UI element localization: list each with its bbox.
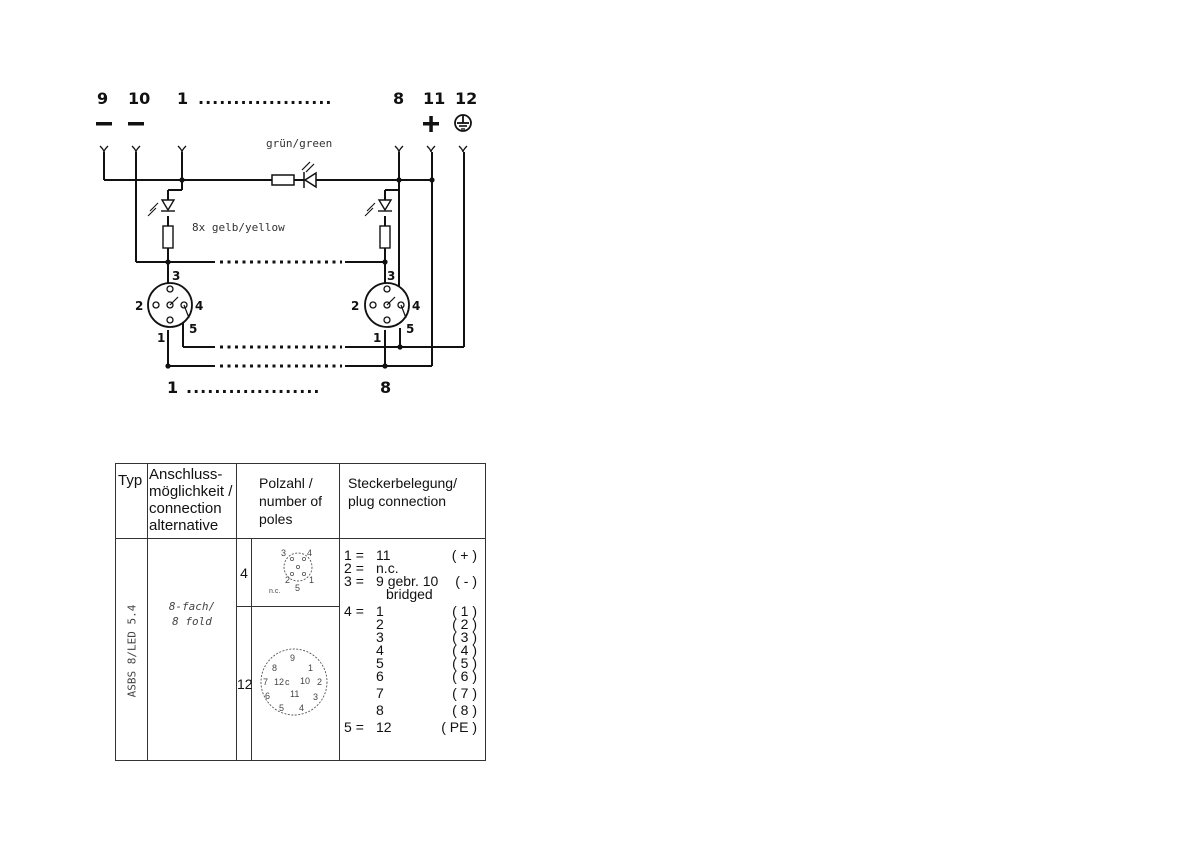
pole-count-12: 12 (236, 606, 253, 761)
pole-diagram-12: 9 8 1 7 12 c 10 2 6 11 3 5 4 (250, 606, 341, 761)
svg-text:2: 2 (317, 677, 322, 687)
plug-row: 6( 6 ) (376, 668, 478, 684)
bottom-range-start: 1 (167, 378, 178, 397)
svg-text:4: 4 (307, 548, 312, 558)
led-yellow-left (147, 199, 176, 249)
plug-row: 7( 7 ) (376, 685, 478, 701)
connector-right-pin-5: 5 (406, 322, 414, 336)
svg-text:n.c.: n.c. (269, 588, 280, 595)
plug-row: 8( 8 ) (376, 702, 478, 718)
plug-row: 4 =1( 1 ) (344, 603, 478, 619)
svg-text:c: c (285, 677, 290, 687)
pin-label-1: 1 (177, 89, 188, 108)
plug-row: 4( 4 ) (376, 642, 478, 658)
svg-text:2: 2 (285, 575, 290, 585)
svg-text:10: 10 (300, 676, 310, 686)
svg-text:1: 1 (309, 575, 314, 585)
connector-left-pin-3: 3 (172, 269, 180, 283)
svg-text:5: 5 (295, 583, 300, 593)
plug-row: 3 =9 gebr. 10( - ) (344, 573, 478, 589)
led-green-label: grün/green (266, 137, 332, 150)
svg-text:1: 1 (308, 663, 313, 673)
svg-text:5: 5 (279, 703, 284, 713)
connector-right-pin-4: 4 (412, 299, 420, 313)
plug-row: 5( 5 ) (376, 655, 478, 671)
pole-count-4: 4 (236, 538, 252, 607)
plug-row: 5 =12( PE ) (344, 719, 478, 735)
pin-label-8: 8 (393, 89, 404, 108)
plug-row: 2( 2 ) (376, 616, 478, 632)
header-connection: Anschluss-möglichkeit / connection alter… (147, 463, 237, 539)
ground-icon (454, 114, 472, 132)
svg-text:3: 3 (313, 692, 318, 702)
diode-icon (303, 171, 317, 189)
svg-text:8: 8 (272, 663, 277, 673)
svg-text:12: 12 (274, 677, 284, 687)
pin-range-dots: ................... (198, 89, 332, 108)
plug-row: 2 =n.c. (344, 560, 399, 576)
pin-label-11: 11 (423, 89, 445, 108)
bottom-range-dots: ................... (186, 378, 320, 397)
connection-alt-line-2: 8 fold (172, 615, 212, 628)
type-cell: ASBS 8/LED 5.4 (115, 538, 148, 761)
svg-text:9: 9 (290, 653, 295, 663)
junction-dots (165, 177, 435, 369)
plug-connection-cell: 1 =11( + ) 2 =n.c. 3 =9 gebr. 10( - ) br… (339, 538, 487, 761)
header-plug: Steckerbelegung/ plug connection (339, 463, 487, 539)
plug-row: bridged (386, 586, 433, 602)
connector-left-pin-5: 5 (189, 322, 197, 336)
type-name: ASBS 8/LED 5.4 (125, 604, 138, 698)
plug-row: 1 =11( + ) (344, 547, 478, 563)
led-yellow-right (364, 199, 393, 249)
pin-label-10: 10 (128, 89, 150, 108)
resistor-icon (271, 174, 295, 186)
connector-left-pin-2: 2 (135, 299, 143, 313)
pole-diagram-4: 3 4 2 1 5 n.c. (250, 538, 341, 607)
bottom-range-end: 8 (380, 378, 391, 397)
connection-alt-cell: 8-fach/ 8 fold (147, 538, 237, 761)
pin-label-12: 12 (455, 89, 477, 108)
plus-sign-11 (423, 116, 439, 132)
connector-left-icon (147, 282, 193, 328)
svg-text:11: 11 (290, 689, 299, 699)
plug-row: 3( 3 ) (376, 629, 478, 645)
minus-sign-9 (96, 122, 112, 126)
connector-right-pin-3: 3 (387, 269, 395, 283)
connector-left-pin-4: 4 (195, 299, 203, 313)
svg-text:3: 3 (281, 548, 286, 558)
connector-right-pin-1: 1 (373, 331, 381, 345)
connector-right-icon (364, 282, 410, 328)
connector-4pin-icon: 3 4 2 1 5 n.c. (269, 548, 314, 595)
connection-alt-line-1: 8-fach/ (168, 600, 216, 613)
header-poles: Polzahl / number of poles (235, 463, 341, 539)
connector-left-pin-1: 1 (157, 331, 165, 345)
pin-label-9: 9 (97, 89, 108, 108)
led-yellow-label: 8x gelb/yellow (192, 221, 285, 234)
specification-table: Typ Anschluss-möglichkeit / connection a… (115, 463, 487, 761)
svg-text:6: 6 (265, 691, 270, 701)
svg-text:4: 4 (299, 703, 304, 713)
connector-right-pin-2: 2 (351, 299, 359, 313)
connector-12pin-icon: 9 8 1 7 12 c 10 2 6 11 3 5 4 (260, 648, 328, 716)
wires (103, 152, 465, 367)
svg-text:7: 7 (263, 677, 268, 687)
minus-sign-10 (128, 122, 144, 126)
header-type: Typ (115, 463, 148, 539)
wiring-diagram: 9 10 1 ................... 8 11 12 (96, 89, 477, 397)
led-green-assembly (271, 161, 317, 189)
